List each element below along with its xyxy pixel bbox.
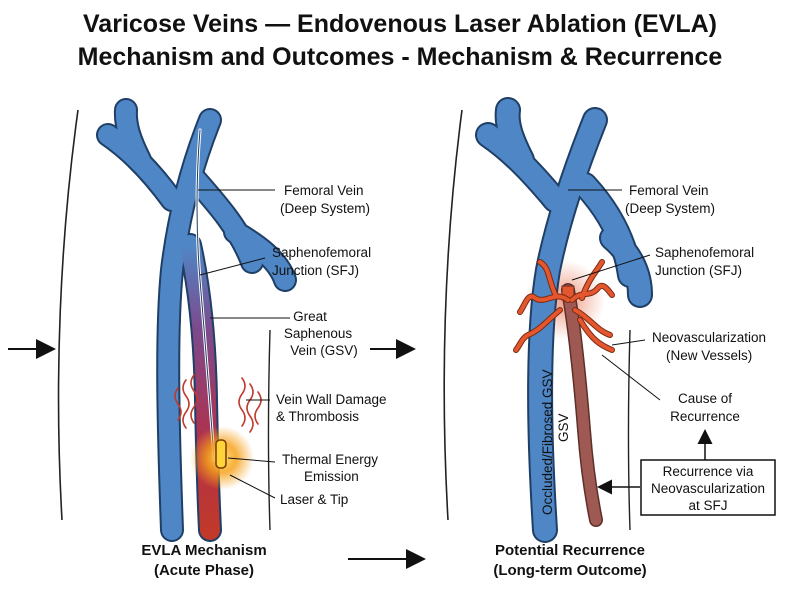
left-leg-outline <box>57 109 79 521</box>
box-label-3: at SFJ <box>688 498 727 513</box>
box-label-1: Recurrence via <box>663 464 754 479</box>
left-femoral-vein <box>96 98 297 542</box>
left-caption-2: (Acute Phase) <box>154 562 254 579</box>
right-neo-label-1: Neovascularization <box>652 330 766 345</box>
left-damage-label-2: & Thrombosis <box>276 409 359 424</box>
left-caption-1: EVLA Mechanism <box>141 542 266 559</box>
right-sfj-label-1: Saphenofemoral <box>655 245 754 260</box>
left-damage-label-1: Vein Wall Damage <box>276 392 387 407</box>
left-thermal-label-2: Emission <box>304 469 359 484</box>
title-line-2: Mechanism and Outcomes - Mechanism & Rec… <box>77 43 723 71</box>
left-leg-outline-inner <box>267 329 271 531</box>
right-femoral-label-1: Femoral Vein <box>629 183 709 198</box>
diagram-title: Varicose Veins — Endovenous Laser Ablati… <box>0 8 800 74</box>
left-gsv-label-1: Great <box>293 309 327 324</box>
left-sfj-label-2: Junction (SFJ) <box>272 263 359 278</box>
title-line-1: Varicose Veins — Endovenous Laser Ablati… <box>83 10 717 38</box>
right-neo-label-2: (New Vessels) <box>666 348 752 363</box>
left-sfj-label-1: Saphenofemoral <box>272 245 371 260</box>
occluded-label-1: Occluded/Fibrosed GSV <box>540 369 555 515</box>
heat-wave-icon <box>174 374 262 433</box>
right-leg-outline-inner <box>627 329 631 531</box>
left-femoral-label-1: Femoral Vein <box>284 183 364 198</box>
left-gsv-label-2: Saphenous <box>284 326 353 341</box>
right-caption-2: (Long-term Outcome) <box>493 562 646 579</box>
recurrence-box <box>640 459 776 516</box>
right-cause-label-2: Recurrence <box>670 409 740 424</box>
left-gsv-label-3: Vein (GSV) <box>290 343 358 358</box>
left-panel: Femoral Vein (Deep System) Saphenofemora… <box>57 98 387 579</box>
left-laser-label: Laser & Tip <box>280 492 348 507</box>
occluded-label-2: GSV <box>556 413 571 442</box>
right-sfj-label-2: Junction (SFJ) <box>655 263 742 278</box>
right-leg-outline <box>443 109 463 521</box>
neovessels <box>513 259 615 353</box>
laser-tip-icon <box>215 439 227 469</box>
right-cause-label-1: Cause of <box>678 391 732 406</box>
right-caption-1: Potential Recurrence <box>495 542 645 559</box>
box-label-2: Neovascularization <box>651 481 765 496</box>
right-femoral-label-2: (Deep System) <box>625 201 715 216</box>
right-panel: Femoral Vein (Deep System) Saphenofemora… <box>443 97 776 579</box>
right-femoral-vein <box>475 97 653 543</box>
left-femoral-label-2: (Deep System) <box>280 201 370 216</box>
left-thermal-label-1: Thermal Energy <box>282 452 378 467</box>
